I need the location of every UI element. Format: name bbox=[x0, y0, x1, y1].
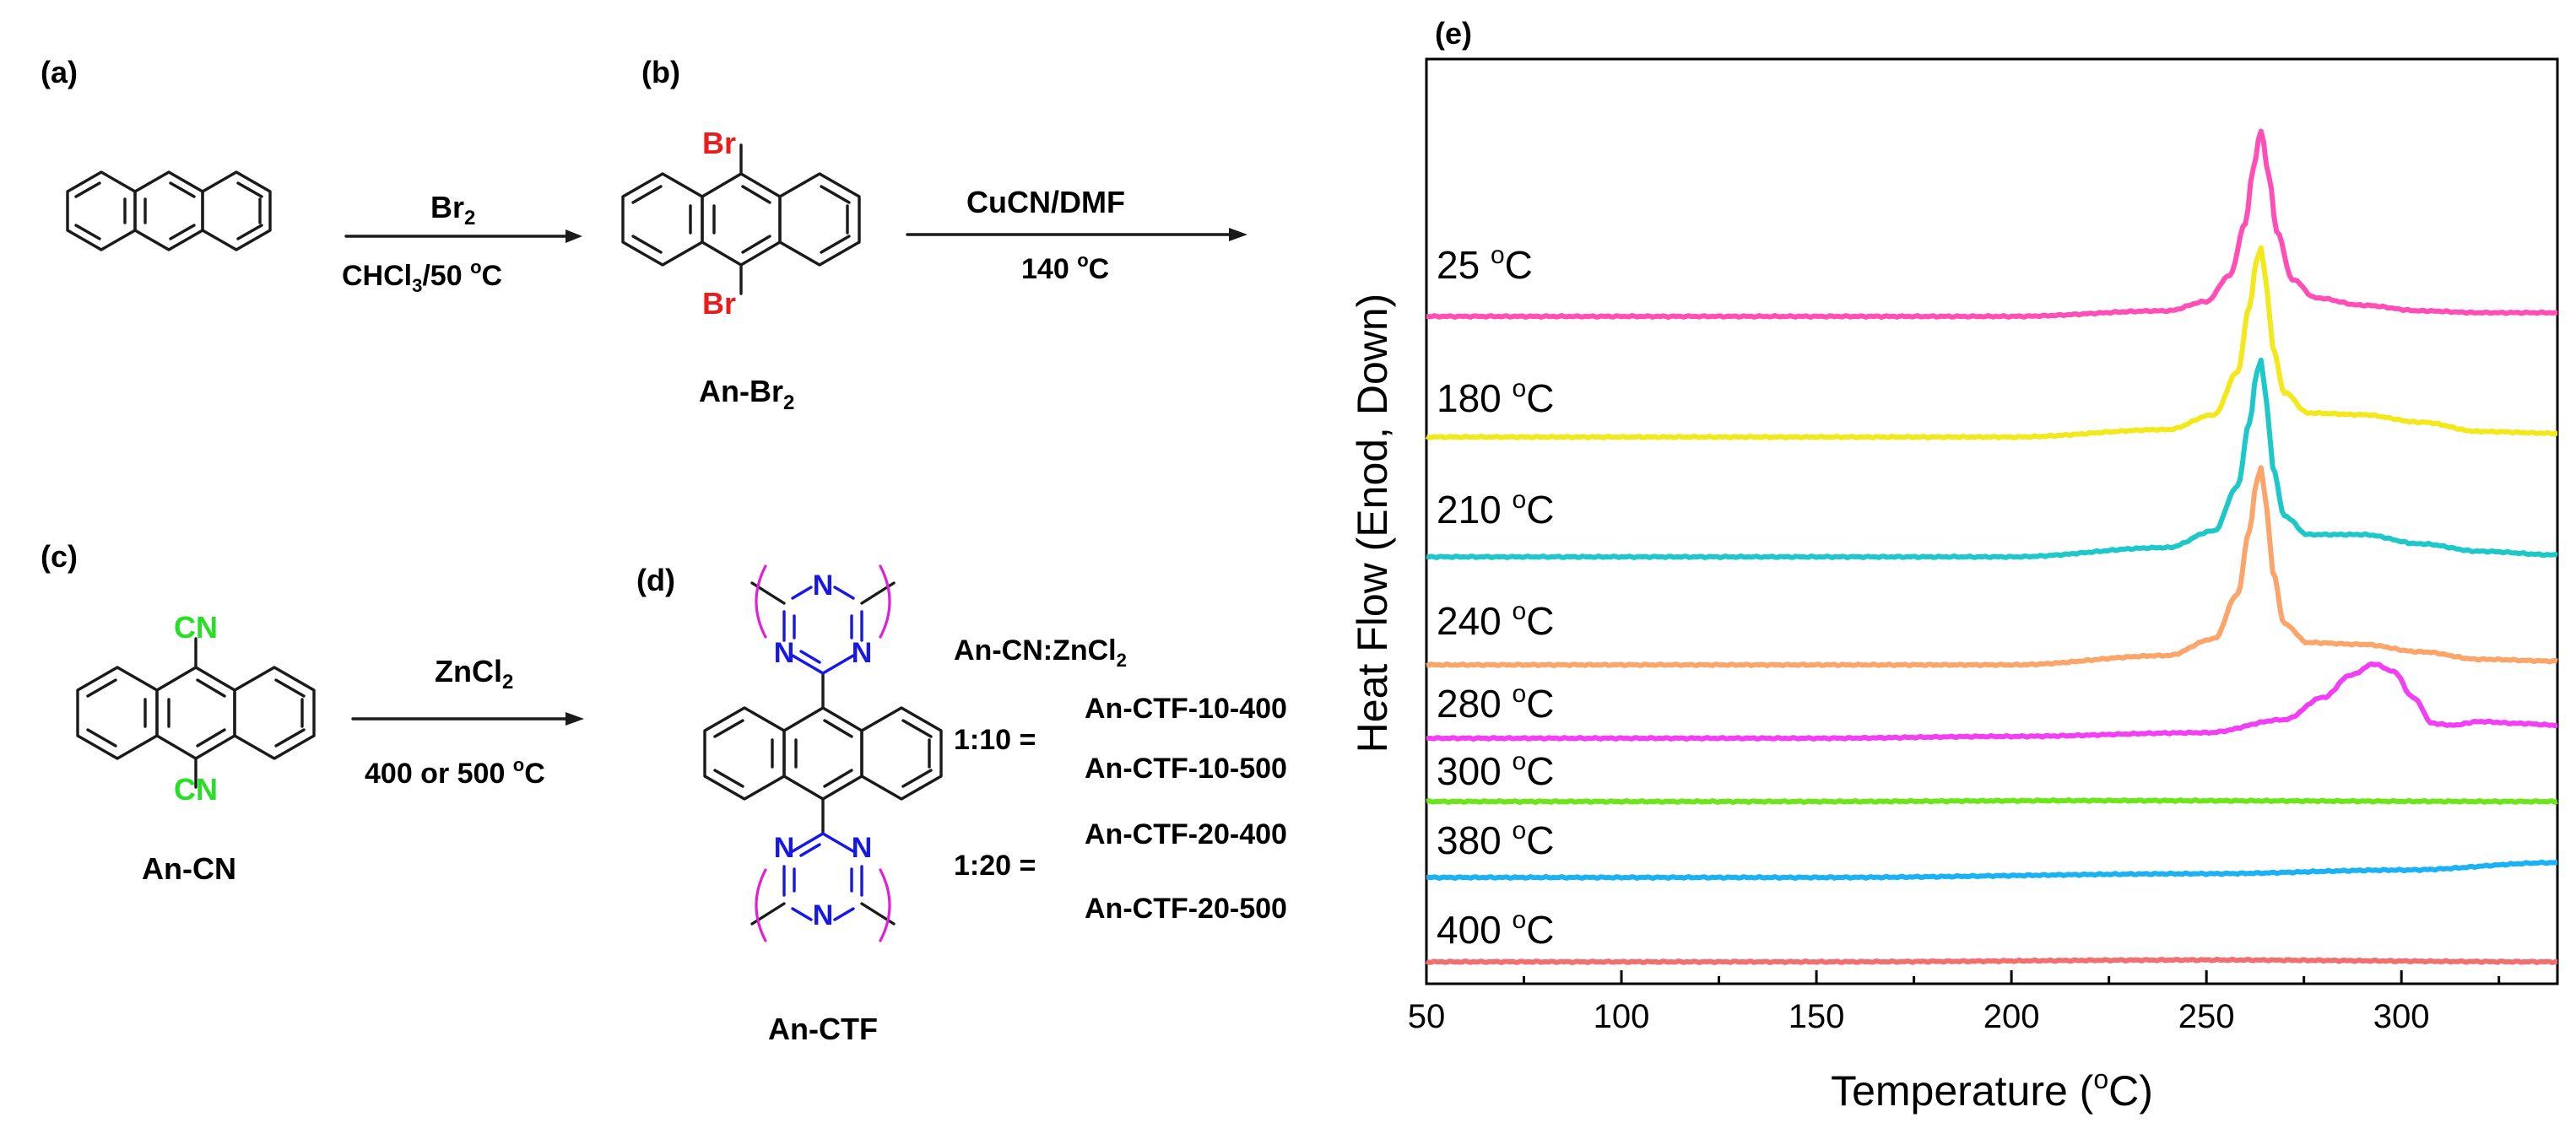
anbr2-structure bbox=[621, 143, 861, 295]
x-tick-label-50: 50 bbox=[1408, 998, 1446, 1035]
triazine-n-bottom-2: N bbox=[852, 832, 873, 864]
dsc-curve-380 bbox=[1426, 859, 2557, 881]
curve-label-240: 240 oC bbox=[1437, 597, 1554, 643]
ratio-1-10: 1:10 = bbox=[954, 724, 1036, 756]
x-axis-title: Temperature (oC) bbox=[1831, 1064, 2153, 1115]
panel-label-b: (b) bbox=[641, 55, 680, 89]
x-tick-label-100: 100 bbox=[1594, 998, 1650, 1035]
step2-condition: 140 oC bbox=[1021, 250, 1109, 285]
triazine-n-top-3: N bbox=[852, 637, 873, 669]
dsc-curves bbox=[1425, 128, 2558, 965]
curve-label-300: 300 oC bbox=[1437, 748, 1554, 793]
step1-reagent: Br2 bbox=[430, 190, 475, 229]
step3-condition: 400 or 500 oC bbox=[365, 754, 545, 790]
step3-reagent: ZnCl2 bbox=[435, 654, 513, 694]
cyano-bottom: CN bbox=[174, 772, 218, 807]
triazine-n-bottom-3: N bbox=[813, 899, 834, 931]
step1-condition: CHCl3/50 oC bbox=[342, 256, 502, 296]
dsc-curve-25 bbox=[1426, 128, 2557, 320]
cyano-top: CN bbox=[174, 610, 218, 645]
curve-labels: 25 oC 180 oC 210 oC 240 oC 280 oC 300 oC 380 o… bbox=[1437, 241, 1554, 952]
panel-label-e: (e) bbox=[1435, 16, 1472, 51]
dsc-curve-210 bbox=[1426, 357, 2558, 560]
curve-label-280: 280 oC bbox=[1437, 680, 1554, 726]
x-tick-label-300: 300 bbox=[2373, 998, 2430, 1035]
triazine-n-bottom-1: N bbox=[774, 832, 795, 864]
product-an-ctf-20-400: An-CTF-20-400 bbox=[1085, 818, 1287, 850]
triazine-n-top-1: N bbox=[813, 570, 834, 602]
anctf-structure bbox=[703, 564, 943, 942]
bromine-top: Br bbox=[702, 126, 736, 160]
curve-label-380: 380 oC bbox=[1437, 817, 1554, 862]
step2-reagent: CuCN/DMF bbox=[966, 185, 1125, 219]
compound-ancn: An-CN bbox=[142, 851, 236, 886]
panel-label-a: (a) bbox=[41, 55, 78, 89]
arrow-step-1-head bbox=[566, 229, 582, 243]
product-an-ctf-10-500: An-CTF-10-500 bbox=[1085, 753, 1287, 785]
dsc-curve-400 bbox=[1425, 956, 2558, 965]
product-an-ctf-10-400: An-CTF-10-400 bbox=[1085, 693, 1287, 725]
ratio-header: An-CN:ZnCl2 bbox=[954, 634, 1127, 671]
x-axis-ticks: 50 100 150 200 250 300 bbox=[1408, 970, 2501, 1035]
anthracene-structure bbox=[66, 170, 272, 251]
curve-label-180: 180 oC bbox=[1437, 375, 1554, 420]
product-an-ctf-20-500: An-CTF-20-500 bbox=[1085, 893, 1287, 925]
arrow-step-2-head bbox=[1229, 228, 1247, 241]
curve-label-25: 25 oC bbox=[1437, 241, 1533, 287]
dsc-curve-180 bbox=[1425, 245, 2558, 440]
arrow-step-3-head bbox=[566, 712, 584, 726]
panel-label-d: (d) bbox=[636, 563, 675, 597]
dsc-curve-300 bbox=[1426, 797, 2558, 805]
ancn-structure bbox=[76, 637, 316, 789]
x-tick-label-150: 150 bbox=[1789, 998, 1845, 1035]
ratio-1-20: 1:20 = bbox=[954, 850, 1036, 882]
y-axis-title: Heat Flow (Enod, Down) bbox=[1349, 294, 1396, 753]
bromine-bottom: Br bbox=[702, 286, 736, 321]
x-tick-label-200: 200 bbox=[1983, 998, 2040, 1035]
x-tick-label-250: 250 bbox=[2178, 998, 2235, 1035]
curve-label-210: 210 oC bbox=[1437, 486, 1554, 532]
compound-anbr2: An-Br2 bbox=[699, 374, 794, 414]
plot-frame bbox=[1425, 57, 2559, 985]
dsc-curve-240 bbox=[1426, 465, 2558, 668]
triazine-n-top-2: N bbox=[774, 637, 795, 669]
dsc-curve-280 bbox=[1426, 661, 2558, 742]
dsc-chart: 50 100 150 200 250 300 25 oC 180 oC 210 oC 240 o… bbox=[1349, 57, 2559, 1115]
compound-anctf: An-CTF bbox=[768, 1012, 878, 1046]
panel-label-c: (c) bbox=[41, 539, 78, 574]
curve-label-400: 400 oC bbox=[1437, 906, 1554, 952]
